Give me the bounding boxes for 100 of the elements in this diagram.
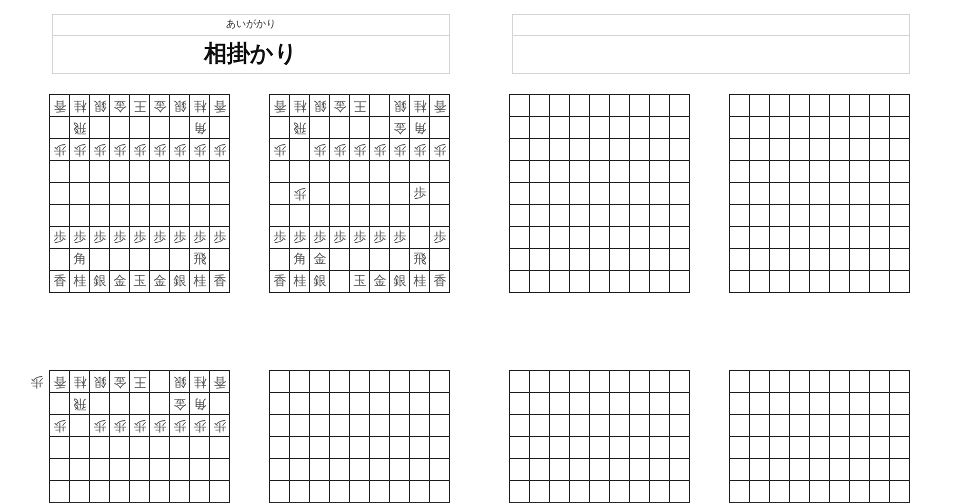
shogi-piece: 歩 xyxy=(373,230,387,245)
shogi-board xyxy=(509,94,690,293)
shogi-piece: 玉 xyxy=(353,274,367,289)
shogi-piece: 金 xyxy=(113,374,127,389)
shogi-piece: 桂 xyxy=(73,374,87,389)
shogi-board xyxy=(269,370,450,503)
shogi-piece: 歩 xyxy=(73,142,87,157)
shogi-piece: 香 xyxy=(213,98,227,113)
shogi-piece: 玉 xyxy=(133,274,147,289)
shogi-piece: 飛 xyxy=(293,120,307,135)
shogi-piece: 歩 xyxy=(113,230,127,245)
shogi-piece: 歩 xyxy=(213,142,227,157)
shogi-piece: 王 xyxy=(133,98,147,113)
shogi-piece: 桂 xyxy=(413,274,427,289)
shogi-piece: 香 xyxy=(273,274,287,289)
shogi-piece: 金 xyxy=(393,120,407,135)
shogi-piece: 歩 xyxy=(333,230,347,245)
shogi-piece: 歩 xyxy=(393,142,407,157)
shogi-piece: 香 xyxy=(53,98,67,113)
shogi-piece: 歩 xyxy=(93,142,107,157)
shogi-piece: 金 xyxy=(113,98,127,113)
shogi-piece: 香 xyxy=(213,274,227,289)
shogi-piece: 歩 xyxy=(353,142,367,157)
shogi-piece: 銀 xyxy=(173,274,187,289)
shogi-piece: 桂 xyxy=(293,274,307,289)
shogi-piece: 歩 xyxy=(193,230,207,245)
shogi-piece: 歩 xyxy=(53,142,67,157)
shogi-piece: 歩 xyxy=(53,230,67,245)
shogi-piece: 歩 xyxy=(273,142,287,157)
shogi-piece: 歩 xyxy=(193,418,207,433)
shogi-piece: 歩 xyxy=(293,230,307,245)
shogi-piece: 歩 xyxy=(413,142,427,157)
shogi-piece: 歩 xyxy=(133,230,147,245)
reading-text: あいがかり xyxy=(226,19,276,31)
shogi-piece: 飛 xyxy=(73,396,87,411)
shogi-piece: 金 xyxy=(373,274,387,289)
shogi-piece: 角 xyxy=(193,396,207,411)
shogi-piece: 桂 xyxy=(73,274,87,289)
shogi-piece: 金 xyxy=(153,98,167,113)
shogi-piece: 角 xyxy=(293,252,307,267)
shogi-piece: 香 xyxy=(213,374,227,389)
shogi-piece: 歩 xyxy=(113,142,127,157)
shogi-piece: 角 xyxy=(413,120,427,135)
title-box xyxy=(52,14,450,74)
shogi-piece: 歩 xyxy=(173,418,187,433)
shogi-piece: 金 xyxy=(173,396,187,411)
shogi-piece: 歩 xyxy=(53,418,67,433)
shogi-piece: 歩 xyxy=(313,230,327,245)
shogi-piece: 歩 xyxy=(293,186,307,201)
shogi-piece: 金 xyxy=(333,98,347,113)
shogi-piece: 歩 xyxy=(313,142,327,157)
shogi-piece: 歩 xyxy=(353,230,367,245)
shogi-piece: 歩 xyxy=(393,230,407,245)
shogi-piece: 歩 xyxy=(193,142,207,157)
shogi-board xyxy=(729,94,910,293)
shogi-board xyxy=(49,94,230,293)
shogi-piece: 銀 xyxy=(393,98,407,113)
shogi-board xyxy=(729,370,910,503)
shogi-piece: 歩 xyxy=(433,230,447,245)
shogi-piece: 金 xyxy=(313,252,327,267)
shogi-piece: 香 xyxy=(53,374,67,389)
shogi-piece: 桂 xyxy=(413,98,427,113)
shogi-piece: 銀 xyxy=(173,374,187,389)
shogi-piece: 歩 xyxy=(213,418,227,433)
shogi-piece: 桂 xyxy=(293,98,307,113)
shogi-piece: 銀 xyxy=(313,274,327,289)
shogi-piece: 桂 xyxy=(73,98,87,113)
shogi-piece: 歩 xyxy=(173,230,187,245)
shogi-piece: 金 xyxy=(153,274,167,289)
piece-in-hand: 歩 xyxy=(30,374,44,389)
shogi-piece: 歩 xyxy=(333,142,347,157)
shogi-piece: 飛 xyxy=(413,252,427,267)
shogi-piece: 王 xyxy=(133,374,147,389)
shogi-piece: 歩 xyxy=(133,142,147,157)
shogi-piece: 銀 xyxy=(173,98,187,113)
shogi-board xyxy=(509,370,690,503)
shogi-piece: 歩 xyxy=(93,418,107,433)
shogi-piece: 香 xyxy=(433,98,447,113)
shogi-piece: 歩 xyxy=(73,230,87,245)
shogi-piece: 香 xyxy=(273,98,287,113)
shogi-piece: 銀 xyxy=(393,274,407,289)
shogi-piece: 歩 xyxy=(133,418,147,433)
shogi-board xyxy=(49,370,230,503)
shogi-piece: 桂 xyxy=(193,374,207,389)
shogi-piece: 飛 xyxy=(193,252,207,267)
shogi-piece: 飛 xyxy=(73,120,87,135)
shogi-piece: 歩 xyxy=(173,142,187,157)
shogi-piece: 歩 xyxy=(153,142,167,157)
title-box xyxy=(512,14,910,74)
shogi-piece: 香 xyxy=(53,274,67,289)
shogi-piece: 歩 xyxy=(213,230,227,245)
shogi-piece: 歩 xyxy=(433,142,447,157)
shogi-piece: 歩 xyxy=(273,230,287,245)
shogi-piece: 角 xyxy=(73,252,87,267)
shogi-piece: 歩 xyxy=(153,418,167,433)
shogi-piece: 王 xyxy=(353,98,367,113)
shogi-piece: 桂 xyxy=(193,98,207,113)
shogi-piece: 香 xyxy=(433,274,447,289)
shogi-piece: 歩 xyxy=(373,142,387,157)
shogi-piece: 金 xyxy=(113,274,127,289)
